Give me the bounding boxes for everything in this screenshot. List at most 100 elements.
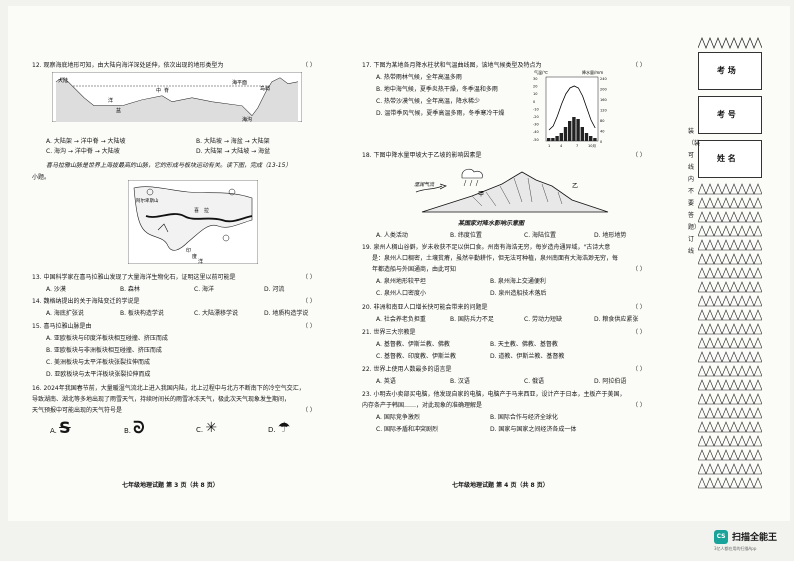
exam-number-box[interactable]: 考 号 <box>698 96 762 134</box>
q21-option-b[interactable]: B. 天主教、佛教、基督教 <box>490 341 558 348</box>
question-12: 12. 观察海底地形可知，由大陆向海洋深处延伸，依次出现的地形类型为（ ） <box>32 62 316 70</box>
option-letter: A. <box>50 427 57 435</box>
question-21-text: 21. 世界三大宗教是 <box>362 329 416 336</box>
q20-option-d[interactable]: D. 粮食供应紧张 <box>594 316 639 323</box>
marker-1 <box>146 188 154 196</box>
q19-option-b[interactable]: B. 泉州海上交通便利 <box>490 278 546 285</box>
q17-option-a[interactable]: A. 热带雨林气候，全年高温多雨 <box>376 74 462 81</box>
q18-option-c[interactable]: C. 海陆位置 <box>524 232 557 239</box>
label-yi: 乙 <box>572 183 578 190</box>
q21-option-d[interactable]: D. 道教、伊斯兰教、基督教 <box>490 353 565 360</box>
q17-option-b[interactable]: B. 地中海气候，夏季炎热干燥，冬季温和多雨 <box>376 86 498 93</box>
right-column: 17. 下图为某地各月降水柱状和气温曲线图，该地气候类型及特点为（ ） 气温/℃… <box>362 52 662 492</box>
q14-option-b[interactable]: B. 板块构造学说 <box>120 310 164 317</box>
q12-option-b[interactable]: B. 大陆坡 → 海盆 → 大陆架 <box>196 138 270 145</box>
mountain-rain-diagram: 湿润气流 甲 乙 <box>414 168 609 213</box>
q21-option-a[interactable]: A. 基督教、伊斯兰教、佛教 <box>376 341 450 348</box>
triangle-row <box>698 323 762 335</box>
q19-option-a[interactable]: A. 泉州地形较平坦 <box>376 278 426 285</box>
q20-option-b[interactable]: B. 国防兵力不足 <box>450 316 494 323</box>
q15-option-a[interactable]: A. 亚欧板块与印度洋板块相互碰撞、挤压而成 <box>46 335 168 342</box>
q20-option-c[interactable]: C. 劳动力短缺 <box>524 316 563 323</box>
right-tick-label: 40 <box>600 130 604 134</box>
q14-option-a[interactable]: A. 海底扩张说 <box>46 310 84 317</box>
triangle-row <box>698 337 762 349</box>
right-tick-label: 200 <box>600 88 607 92</box>
q16-option-a[interactable]: A. S <box>50 420 71 436</box>
label-yang2: 洋 <box>198 258 203 264</box>
q23-option-c[interactable]: C. 国际矛盾和冲突剧烈 <box>376 426 439 433</box>
q13-option-c[interactable]: C. 海洋 <box>194 286 215 293</box>
q23-option-a[interactable]: A. 国际竞争激烈 <box>376 414 420 421</box>
precip-bar <box>589 136 593 141</box>
triangle-row <box>698 379 762 391</box>
label-la: 拉 <box>204 207 209 214</box>
q22-option-c[interactable]: C. 俄语 <box>524 378 545 385</box>
right-tick-label: 0 <box>600 140 602 144</box>
q23-option-b[interactable]: B. 国际合作与经济全球化 <box>490 414 558 421</box>
q18-option-b[interactable]: B. 纬度位置 <box>450 232 482 239</box>
exam-room-box[interactable]: 考 场 <box>698 52 762 90</box>
q22-option-a[interactable]: A. 英语 <box>376 378 396 385</box>
question-22-text: 22. 世界上使用人数最多的语言是 <box>362 366 452 373</box>
left-tick-label: 0 <box>533 100 535 104</box>
triangle-border-column <box>698 183 762 489</box>
question-18: 18. 下图中降水量甲坡大于乙坡的影响因素是（ ） <box>362 152 646 160</box>
left-tick-label: 20 <box>533 85 537 89</box>
mountain-hatching <box>471 177 563 207</box>
q14-option-d[interactable]: D. 地质构造学说 <box>264 310 309 317</box>
diagram-caption: 某国家对降水影响示意图 <box>458 220 525 227</box>
temperature-curve <box>548 85 596 131</box>
precip-bar <box>547 138 551 141</box>
question-13-text: 13. 中国科学家在喜马拉雅山发现了大量海洋生物化石，证明这里以前可能是 <box>32 274 236 281</box>
q16-option-d[interactable]: D. ☂ <box>268 421 290 435</box>
q17-option-c[interactable]: C. 热带沙漠气候，全年高温，降水稀少 <box>376 98 481 105</box>
option-letter: D. <box>268 426 276 434</box>
question-20-text: 20. 非洲和南亚人口增长快可能会带来的问题是 <box>362 304 488 311</box>
q16-option-b[interactable]: B. ᘐ <box>124 420 145 436</box>
question-15-text: 15. 喜马拉雅山脉是由 <box>32 323 92 330</box>
left-tick-label: -30 <box>533 123 539 127</box>
q22-option-d[interactable]: D. 阿拉伯语 <box>594 378 627 385</box>
triangle-row <box>698 309 762 321</box>
x-tick-label: 10月 <box>588 143 596 148</box>
group-intro-2: 小题。 <box>32 174 51 181</box>
question-21: 21. 世界三大宗教是（ ） <box>362 329 646 337</box>
q18-option-d[interactable]: D. 地形地势 <box>594 232 627 239</box>
q15-option-b[interactable]: B. 亚欧板块与非洲板块相互碰撞、挤压而成 <box>46 347 162 354</box>
q13-option-b[interactable]: B. 森林 <box>120 286 140 293</box>
q13-option-d[interactable]: D. 河流 <box>264 286 285 293</box>
q21-option-c[interactable]: C. 基督教、印度教、伊斯兰教 <box>376 353 457 360</box>
q12-option-a[interactable]: A. 大陆架 → 洋中脊 → 大陆坡 <box>46 138 126 145</box>
q16-option-c[interactable]: C. ✳ <box>196 421 217 435</box>
q20-option-a[interactable]: A. 社会养老负担重 <box>376 316 426 323</box>
triangle-row <box>698 253 762 265</box>
q18-option-a[interactable]: A. 人类活动 <box>376 232 408 239</box>
label-yin: 印 <box>186 247 191 254</box>
left-tick-label: 10 <box>533 92 537 96</box>
question-16-line3: 天气预报中可能出现的天气符号是（ ） <box>32 407 316 415</box>
q19-option-c[interactable]: C. 泉州人口密度小 <box>376 290 427 297</box>
precip-bar <box>593 138 597 141</box>
q17-option-d[interactable]: D. 温带季风气候，夏季高温多雨，冬季寒冷干燥 <box>376 110 505 117</box>
left-tick-label: -20 <box>533 115 539 119</box>
q15-option-d[interactable]: D. 亚欧板块与太平洋板块张裂拉伸而成 <box>46 371 151 378</box>
triangle-border-top <box>698 37 762 49</box>
plate-boundary <box>145 213 253 223</box>
rain-symbol-icon: ☂ <box>277 420 291 436</box>
q13-option-a[interactable]: A. 沙漠 <box>46 286 66 293</box>
q22-option-b[interactable]: B. 汉语 <box>450 378 470 385</box>
left-tick-label: 30 <box>533 77 537 81</box>
q14-option-c[interactable]: C. 大陆漂移学说 <box>194 310 239 317</box>
name-box[interactable]: 姓 名 <box>698 140 762 178</box>
q23-option-d[interactable]: D. 国家与国家之间经济各成一体 <box>490 426 577 433</box>
q19-option-d[interactable]: D. 泉州造船技术落后 <box>490 290 547 297</box>
answer-paren: （ ） <box>632 152 646 159</box>
label-haipingmian: 海平面 <box>232 79 247 86</box>
q12-option-d[interactable]: D. 大陆架 → 大陆坡 → 海盆 <box>196 148 271 155</box>
precipitation-bars <box>547 117 597 141</box>
label-jia: 甲 <box>478 191 484 198</box>
q12-option-c[interactable]: C. 海沟 → 洋中脊 → 大陆坡 <box>46 148 120 155</box>
left-column: 12. 观察海底地形可知，由大陆向海洋深处延伸，依次出现的地形类型为（ ） 大陆… <box>32 52 332 492</box>
q15-option-c[interactable]: C. 美洲板块与太平洋板块张裂拉伸而成 <box>46 359 151 366</box>
